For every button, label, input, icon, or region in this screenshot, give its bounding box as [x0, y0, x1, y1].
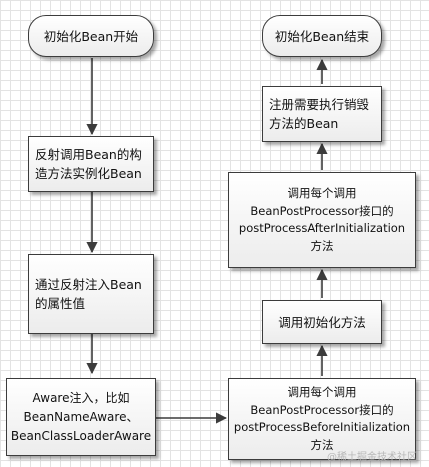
step-post-process-after: 调用每个调用 BeanPostProcessor接口的 postProcessA…: [228, 172, 416, 268]
step-instantiate: 反射调用Bean的构 造方法实例化Bean: [28, 136, 154, 192]
step-post-process-after-label: 调用每个调用 BeanPostProcessor接口的 postProcessA…: [238, 186, 406, 253]
step-aware-injection: Aware注入，比如 BeanNameAware、 BeanClassLoade…: [6, 378, 156, 456]
step-init-method: 调用初始化方法: [262, 300, 382, 344]
step-inject-properties: 通过反射注入Bean 的属性值: [28, 254, 154, 334]
end-label: 初始化Bean结束: [274, 28, 370, 44]
step-init-method-label: 调用初始化方法: [278, 314, 366, 330]
step-aware-injection-label: Aware注入，比如 BeanNameAware、 BeanClassLoade…: [10, 390, 152, 443]
start-node: 初始化Bean开始: [28, 15, 154, 57]
step-post-process-before: 调用每个调用 BeanPostProcessor接口的 postProcessB…: [228, 378, 416, 460]
step-register-destroy: 注册需要执行销毁 方法的Bean: [262, 86, 382, 142]
step-post-process-before-label: 调用每个调用 BeanPostProcessor接口的 postProcessB…: [233, 385, 411, 452]
start-label: 初始化Bean开始: [43, 28, 139, 44]
watermark: @稀土掘金技术社区: [327, 452, 417, 463]
step-register-destroy-label: 注册需要执行销毁 方法的Bean: [269, 97, 370, 131]
step-inject-properties-label: 通过反射注入Bean 的属性值: [35, 277, 142, 311]
end-node: 初始化Bean结束: [262, 15, 382, 57]
step-instantiate-label: 反射调用Bean的构 造方法实例化Bean: [35, 147, 142, 181]
